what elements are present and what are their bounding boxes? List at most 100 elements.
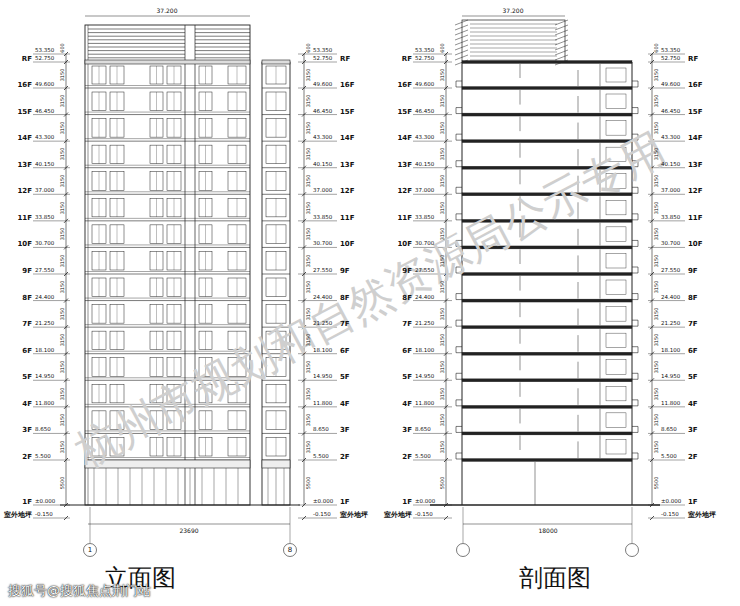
window [150,278,163,297]
window [150,225,163,244]
elevation-value: 21.250 [35,321,54,327]
watermark: 搜狐号@搜狐焦点荆门站 [8,584,151,597]
elevation-value: 5.500 [35,454,51,460]
window-mullion [276,145,277,164]
level-leader [33,327,70,328]
elevation-value: 33.850 [35,214,54,220]
window-mullion [237,198,238,217]
floor-label: 3F [340,427,350,434]
dimension-tick [302,113,306,117]
partition-wall [578,282,579,299]
window-mullion [99,358,100,377]
partition-wall [520,409,521,424]
dimension-text: 3150 [60,307,65,320]
floor-label: 15F [340,108,355,115]
dimension-text: 3150 [306,281,311,294]
dimension-text: 3150 [60,121,65,134]
window-mullion [276,172,277,191]
dimension-text: 3150 [306,148,311,161]
window [199,251,212,270]
floor-label: 12F [397,188,412,195]
elevation-value: 46.450 [415,108,434,114]
balcony-rail [456,81,462,87]
window-mullion [99,66,100,84]
room-detail [606,413,626,428]
window-mullion [205,172,206,191]
window [199,305,212,324]
window-mullion [156,198,157,217]
window-mullion [99,172,100,191]
window-mullion [205,119,206,138]
partition-wall [520,143,521,158]
floor-band [85,274,250,275]
floor-band [85,194,250,195]
roof-louver [470,48,557,49]
dimension-text: 3150 [440,334,445,347]
elevation-value: -0.150 [661,512,679,518]
floor-band [85,141,250,142]
level-leader [648,460,685,461]
elevation-value: 18.100 [35,347,54,353]
window [266,251,286,270]
storefront-mullion [268,468,269,505]
floor-band [262,88,290,89]
dimension-tick [302,166,306,170]
dimension-text: 3150 [654,69,659,82]
dimension-tick [64,52,68,56]
elevation-value: 27.550 [415,268,434,274]
elevation-value: 37.000 [661,188,680,194]
window-mullion [276,198,277,217]
dimension-tick [64,405,68,409]
partition-wall [578,388,579,405]
elevation-value: 8.650 [313,427,329,433]
roof-hatch [455,25,468,30]
roof-louver [195,32,250,33]
partition-wall [578,441,579,458]
window-mullion [156,172,157,191]
balcony-rail [632,453,638,459]
roof-hatch [555,45,568,50]
storefront-mullion [190,468,191,505]
window-mullion [174,278,175,297]
level-leader [648,220,685,221]
partition-wall [600,329,601,352]
window [167,358,181,377]
roof-hatch [455,55,468,60]
storefront-mullion [142,468,143,505]
dimension-text: 5500 [440,476,445,489]
elevation-value: 46.450 [313,108,332,114]
partition-wall [600,356,601,379]
dimension-tick [650,272,654,276]
dimension-tick [444,516,448,520]
floor-label: 7F [340,321,350,328]
elevation-value: 52.750 [415,56,434,62]
elevation-value: 8.650 [415,427,431,433]
elevation-value: 53.350 [313,48,332,54]
dimension-text: 600 [654,43,659,53]
window [150,331,163,350]
floor-label: 15F [688,108,703,115]
dimension-text: 3150 [654,254,659,267]
storefront-mullion [166,468,167,505]
floor-band [262,114,290,115]
window [199,331,212,350]
dimension-text: 3150 [440,69,445,82]
dimension-text: 3150 [440,361,445,374]
roof-hatch [555,50,568,55]
balcony-rail [456,373,462,379]
window-mullion [237,92,238,111]
room-detail [606,280,626,295]
level-leader [648,194,685,195]
floor-slab [462,459,632,462]
window-mullion [174,225,175,244]
ground-line [60,504,300,505]
elevation-value: 40.150 [35,161,54,167]
dimension-text: 3150 [306,334,311,347]
dimension-tick [444,113,448,117]
window-mullion [276,225,277,244]
dimension-tick [302,458,306,462]
floor-label: 9F [688,268,698,275]
dimension-text: 3150 [440,307,445,320]
dimension-line [304,54,305,505]
roof-louver [470,28,557,29]
